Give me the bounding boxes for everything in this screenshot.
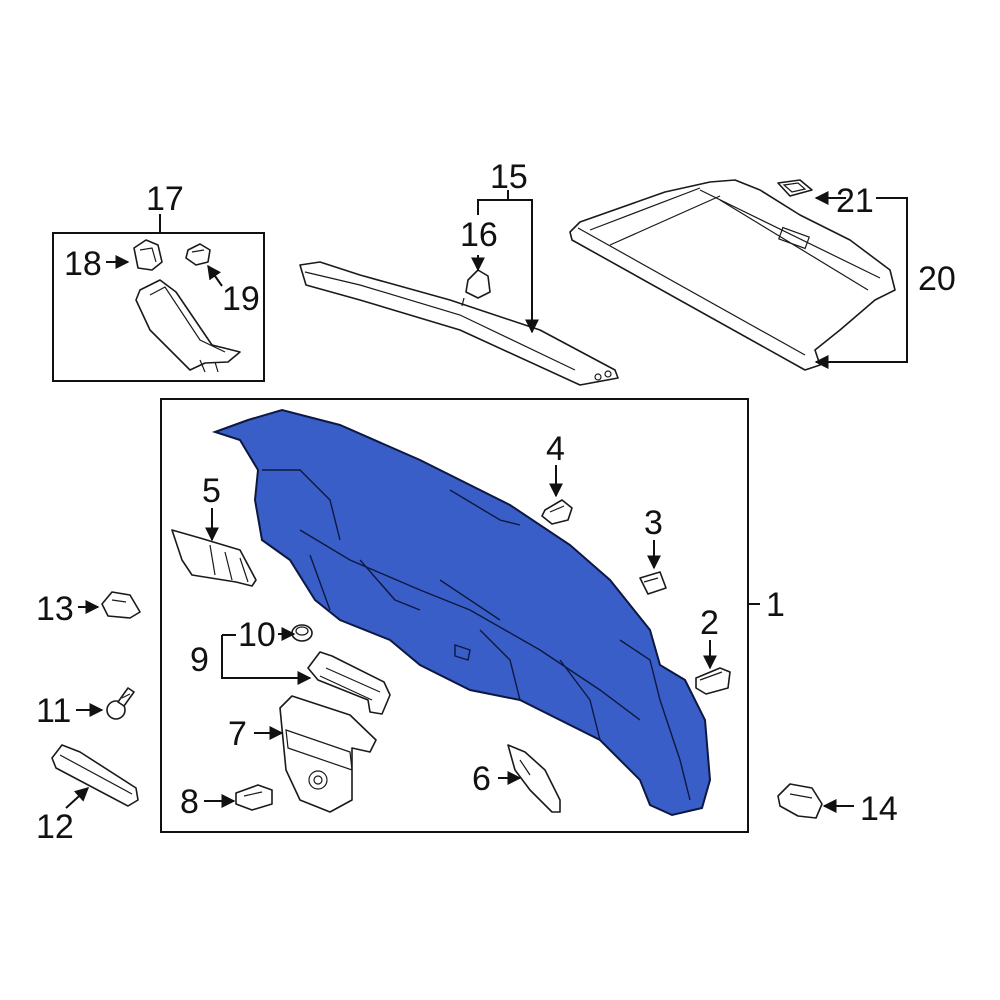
callout-14: 14 xyxy=(860,790,898,828)
part-9-bracket[interactable] xyxy=(307,651,391,715)
callout-19: 19 xyxy=(222,280,260,318)
callout-16: 16 xyxy=(460,216,498,254)
callout-3: 3 xyxy=(644,504,663,542)
callout-9: 9 xyxy=(190,641,209,679)
group-box-17 xyxy=(52,232,265,382)
callout-17-label: 17 xyxy=(146,180,184,218)
part-12-strip[interactable] xyxy=(51,744,139,807)
part-8-clip[interactable] xyxy=(235,784,273,811)
callout-1: 1 xyxy=(766,586,785,624)
part-3-clip[interactable] xyxy=(639,571,667,595)
part-14-clip[interactable] xyxy=(777,783,823,819)
callout-7: 7 xyxy=(228,715,247,753)
part-7-housing[interactable] xyxy=(279,695,377,813)
part-15-rail[interactable] xyxy=(299,261,619,386)
part-10-grommet[interactable] xyxy=(291,624,313,642)
callout-13: 13 xyxy=(36,590,74,628)
callout-21: 21 xyxy=(836,182,874,220)
part-17-trim[interactable] xyxy=(135,279,241,373)
group-box-1 xyxy=(160,398,749,833)
part-11-screw[interactable] xyxy=(106,687,135,720)
part-18-clip[interactable] xyxy=(133,239,163,271)
callout-12: 12 xyxy=(36,808,74,846)
part-4-clip[interactable] xyxy=(541,499,573,525)
callout-20: 20 xyxy=(918,260,956,298)
part-1-panel[interactable] xyxy=(211,408,712,817)
callout-4: 4 xyxy=(546,430,565,468)
callout-18: 18 xyxy=(64,245,102,283)
callout-8: 8 xyxy=(180,783,199,821)
callout-5: 5 xyxy=(202,472,221,510)
callout-11: 11 xyxy=(36,692,71,730)
callout-6: 6 xyxy=(472,760,491,798)
leaders xyxy=(65,190,908,813)
callout-10: 10 xyxy=(238,616,276,654)
part-2-bracket[interactable] xyxy=(695,667,731,695)
part-13-clip[interactable] xyxy=(101,591,141,619)
part-5-cover[interactable] xyxy=(171,529,257,587)
part-21-tag[interactable] xyxy=(777,179,813,197)
callout-15: 15 xyxy=(490,158,528,196)
part-19-clip[interactable] xyxy=(185,243,211,266)
callout-2: 2 xyxy=(700,604,719,642)
part-16-clip[interactable] xyxy=(461,269,491,307)
